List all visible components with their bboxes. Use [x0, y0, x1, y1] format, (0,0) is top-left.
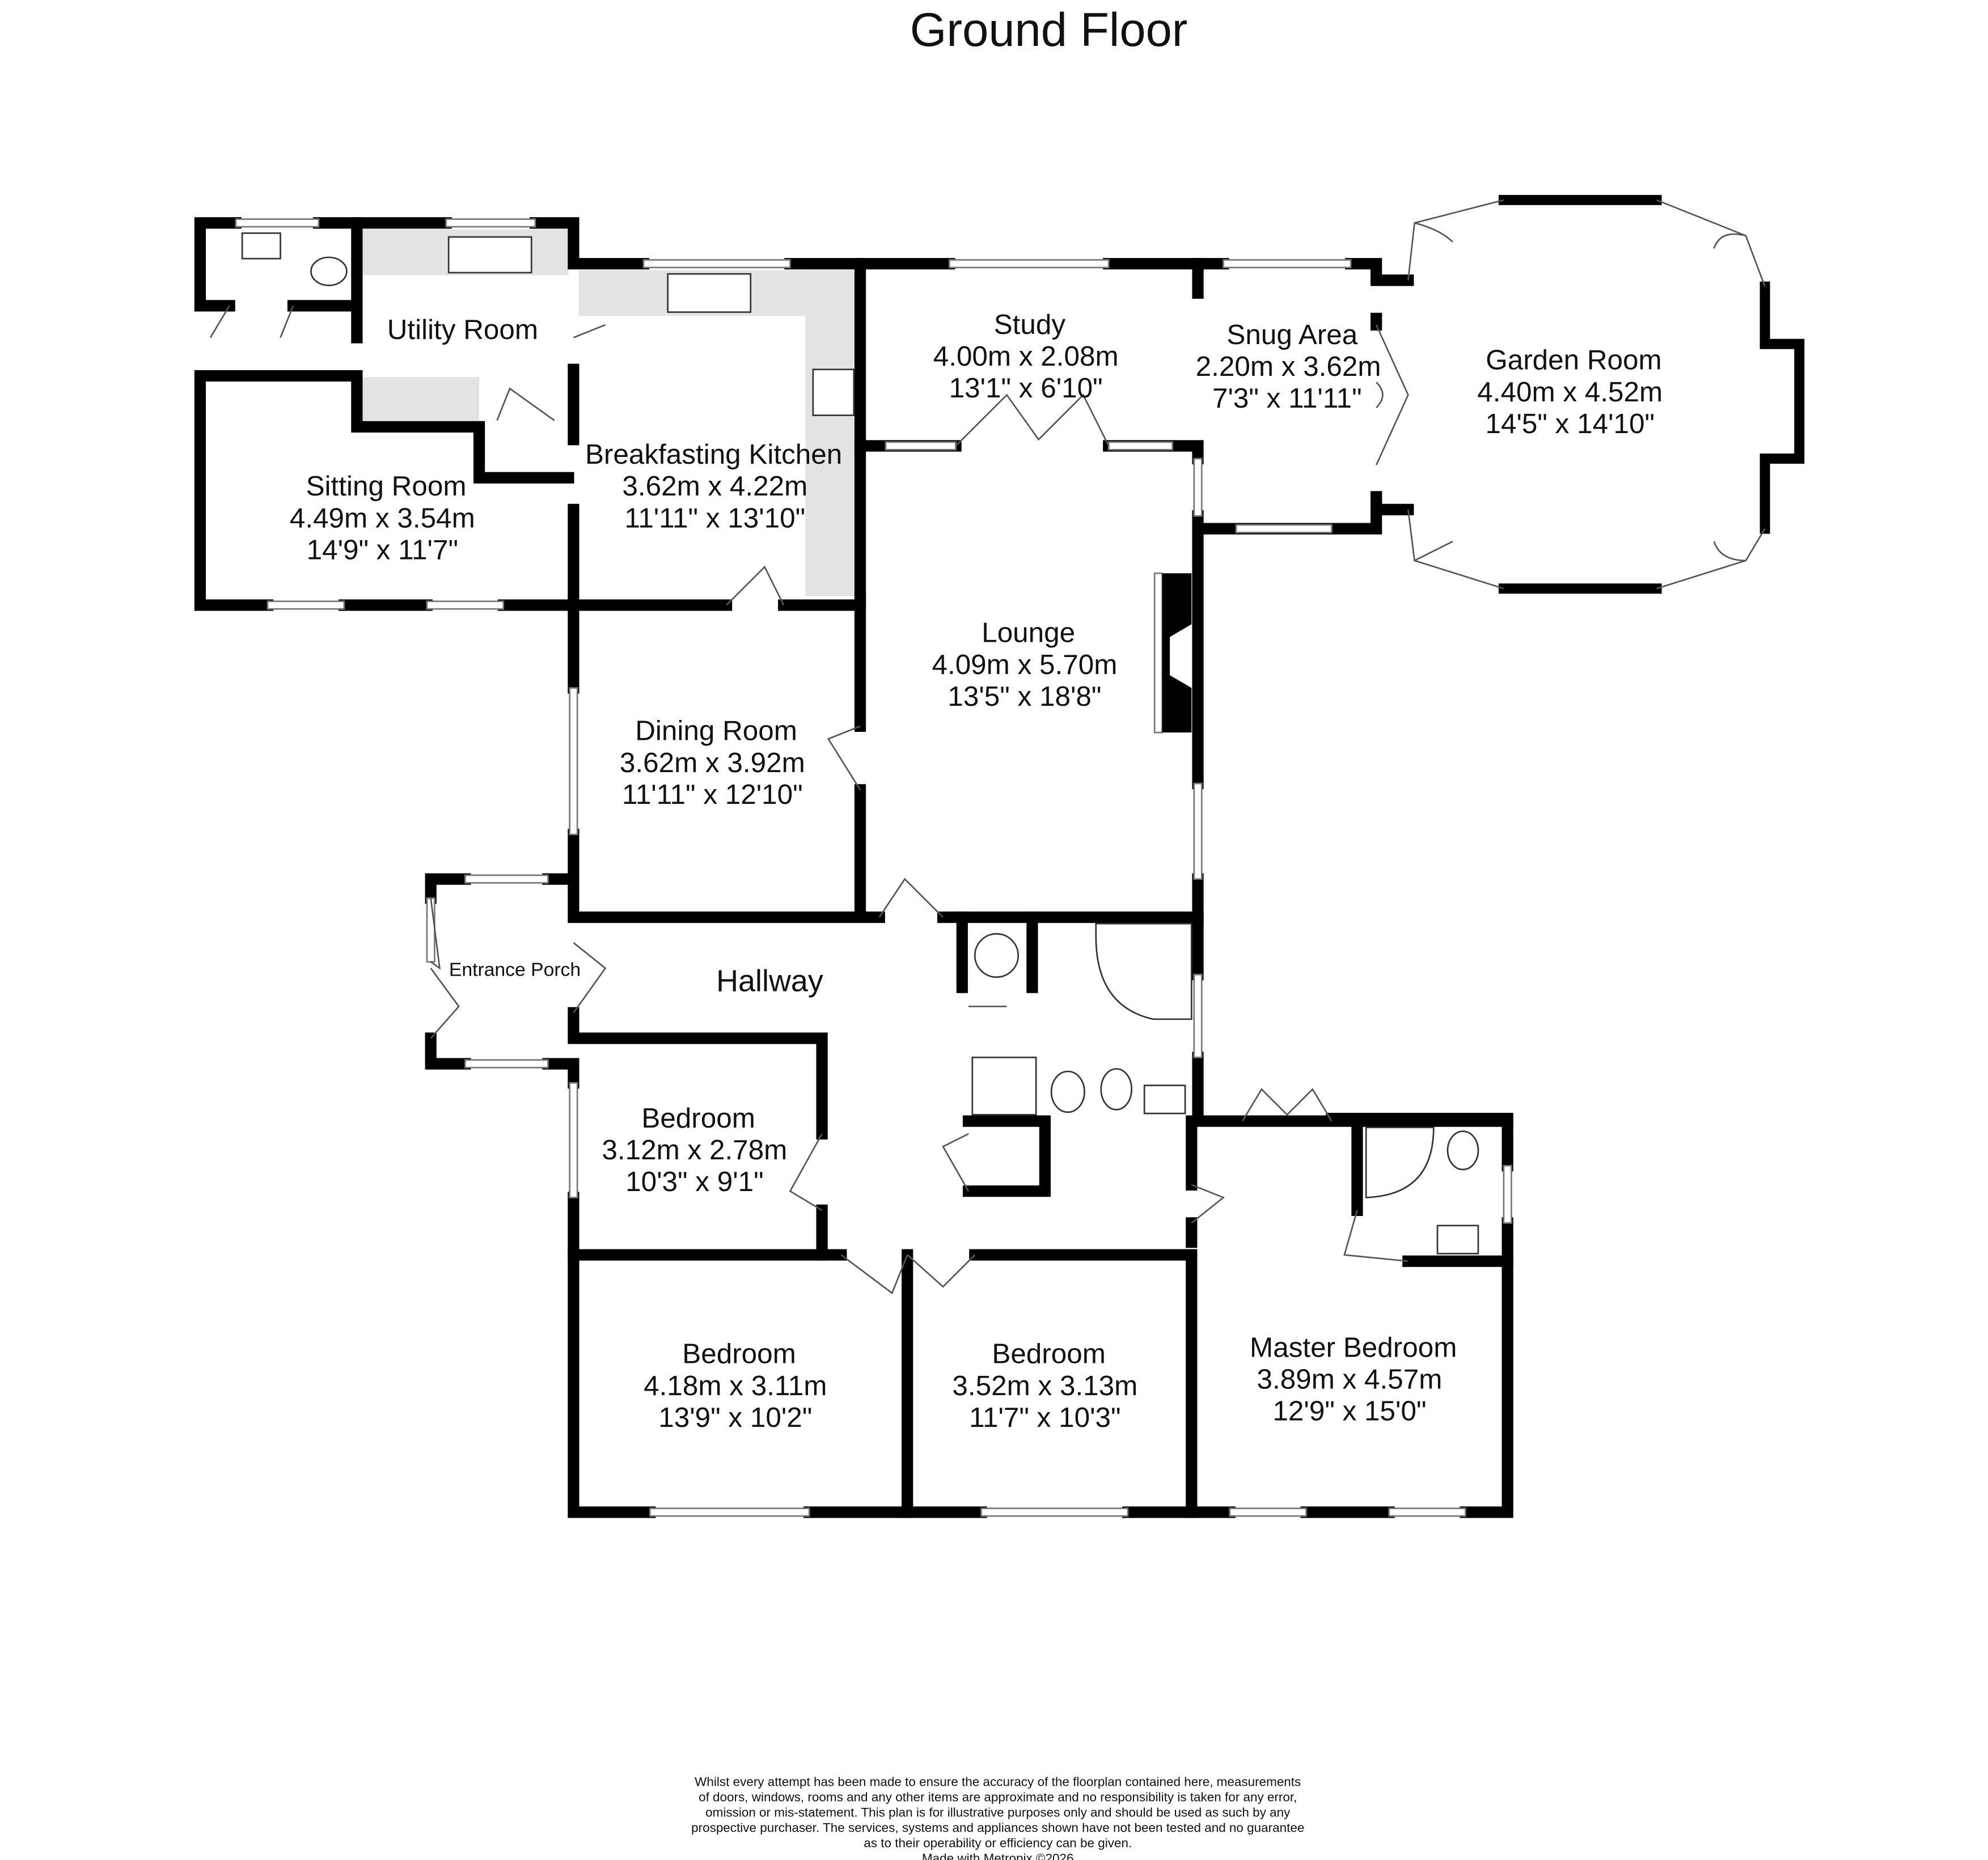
wc-basin-icon — [241, 232, 281, 260]
room-name: Hallway — [716, 964, 823, 998]
room-metric: 4.18m x 3.11m — [644, 1370, 827, 1401]
disclaimer-line: Whilst every attempt has been made to en… — [695, 1775, 1301, 1789]
room-metric: 3.62m x 3.92m — [620, 747, 805, 778]
room-hallway: Hallway — [716, 964, 823, 998]
hob-icon — [812, 368, 855, 416]
shower-icon — [971, 1056, 1037, 1116]
disclaimer-line: as to their operability or efficiency ca… — [864, 1836, 1132, 1850]
room-porch: Entrance Porch — [449, 959, 581, 980]
room-imperial: 7'3" x 11'11" — [1212, 383, 1362, 414]
room-imperial: 11'11" x 12'10" — [622, 779, 803, 810]
room-imperial: 11'7" x 10'3" — [969, 1402, 1120, 1433]
room-imperial: 13'9" x 10'2" — [658, 1402, 812, 1433]
room-imperial: 13'5" x 18'8" — [948, 681, 1101, 712]
room-dining: Dining Room 3.62m x 3.92m 11'11" x 12'10… — [620, 715, 805, 810]
room-bedroom-2: Bedroom 4.18m x 3.11m 13'9" x 10'2" — [644, 1338, 827, 1433]
cylinder-icon — [974, 933, 1020, 978]
room-imperial: 14'5" x 14'10" — [1485, 408, 1655, 439]
room-garden: Garden Room 4.40m x 4.52m 14'5" x 14'10" — [1477, 345, 1663, 439]
room-bedroom-3: Bedroom 3.52m x 3.13m 11'7" x 10'3" — [952, 1338, 1137, 1433]
room-name: Snug Area — [1226, 319, 1357, 350]
room-kitchen: Breakfasting Kitchen 3.62m x 4.22m 11'11… — [585, 439, 842, 533]
room-lounge: Lounge 4.09m x 5.70m 13'5" x 18'8" — [932, 617, 1117, 712]
room-sitting: Sitting Room 4.49m x 3.54m 14'9" x 11'7" — [290, 471, 475, 565]
toilet-icon — [1100, 1068, 1133, 1111]
disclaimer: Whilst every attempt has been made to en… — [691, 1775, 1304, 1860]
doors — [209, 305, 1408, 1295]
basin-icon — [1050, 1070, 1085, 1113]
room-imperial: 12'9" x 15'0" — [1272, 1396, 1426, 1427]
windows — [235, 218, 1512, 1517]
disclaimer-line: of doors, windows, rooms and any other i… — [699, 1790, 1297, 1804]
walls — [194, 194, 1805, 1518]
room-metric: 4.00m x 2.08m — [933, 341, 1119, 372]
toilet-icon — [1446, 1130, 1479, 1171]
room-metric: 2.20m x 3.62m — [1196, 351, 1381, 382]
floor-title: Ground Floor — [910, 3, 1188, 56]
room-bedroom-1: Bedroom 3.12m x 2.78m 10'3" x 9'1" — [602, 1103, 787, 1197]
toilet-icon — [310, 256, 348, 286]
room-name: Dining Room — [635, 715, 797, 747]
garden-room-glazing — [1375, 199, 1766, 590]
room-name: Master Bedroom — [1250, 1332, 1457, 1363]
basin-icon — [1436, 1225, 1479, 1255]
ensuite-shower-icon — [1365, 1126, 1435, 1198]
room-utility: Utility Room — [387, 314, 538, 345]
room-name: Sitting Room — [306, 471, 467, 502]
kitchen-sink-icon — [667, 273, 752, 313]
disclaimer-line: prospective purchaser. The services, sys… — [691, 1821, 1304, 1835]
room-snug: Snug Area 2.20m x 3.62m 7'3" x 11'11" — [1196, 319, 1381, 414]
room-name: Garden Room — [1486, 345, 1661, 376]
disclaimer-line: omission or mis-statement. This plan is … — [705, 1806, 1291, 1820]
room-metric: 3.89m x 4.57m — [1257, 1364, 1443, 1395]
room-metric: 4.09m x 5.70m — [932, 649, 1117, 680]
room-study: Study 4.00m x 2.08m 13'1" x 6'10" — [933, 309, 1119, 404]
room-metric: 4.49m x 3.54m — [290, 502, 475, 533]
room-imperial: 14'9" x 11'7" — [307, 535, 458, 566]
room-name: Lounge — [982, 617, 1075, 649]
room-name: Bedroom — [682, 1338, 796, 1370]
room-metric: 3.12m x 2.78m — [602, 1134, 787, 1166]
room-name: Entrance Porch — [449, 959, 581, 980]
room-imperial: 11'11" x 13'10" — [625, 502, 806, 533]
room-name: Bedroom — [641, 1103, 755, 1134]
credit: Made with Metropix ©2026 — [922, 1851, 1074, 1860]
room-name: Study — [994, 309, 1066, 340]
worktops — [362, 229, 857, 596]
room-metric: 4.40m x 4.52m — [1477, 376, 1663, 408]
basin-icon — [1143, 1084, 1186, 1115]
room-master-bedroom: Master Bedroom 3.89m x 4.57m 12'9" x 15'… — [1250, 1332, 1457, 1426]
fireplace — [1162, 573, 1192, 733]
room-name: Utility Room — [387, 314, 538, 345]
room-metric: 3.52m x 3.13m — [952, 1370, 1137, 1401]
room-name: Breakfasting Kitchen — [585, 439, 842, 470]
corner-bath-icon — [1095, 922, 1192, 1020]
utility-sink-icon — [447, 236, 532, 274]
room-imperial: 13'1" x 6'10" — [949, 372, 1103, 404]
room-name: Bedroom — [992, 1338, 1106, 1370]
room-metric: 3.62m x 4.22m — [622, 471, 807, 502]
room-imperial: 10'3" x 9'1" — [625, 1166, 764, 1197]
fixtures — [241, 232, 1479, 1255]
